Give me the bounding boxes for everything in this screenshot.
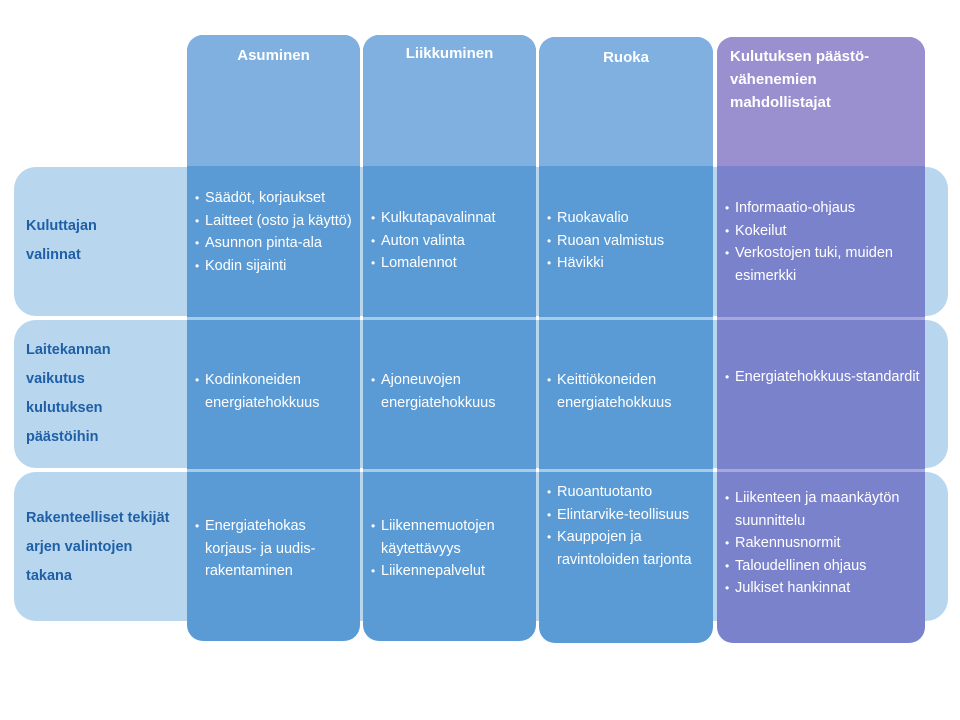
row-separator [717,317,925,320]
bullet-item: Elintarvike-teollisuus [547,504,709,527]
row-separator [539,469,713,472]
column-food: Ruoka RuokavalioRuoan valmistusHävikki K… [539,37,713,643]
bullet-item: Asunnon pinta-ala [195,232,356,255]
column-header [187,35,360,166]
bullet-item: Kodinkoneiden energiatehokkuus [195,369,356,414]
cell-housing-consumer: Säädöt, korjauksetLaitteet (osto ja käyt… [195,187,356,277]
bullet-item: Taloudellinen ohjaus [725,555,921,578]
column-enablers: Kulutuksen päästö-vähenemien mahdollista… [717,37,925,643]
bullet-item: Hävikki [547,252,709,275]
bullet-item: Kodin sijainti [195,255,356,278]
cell-mobility-structural: Liikennemuotojen käytettävyysLiikennepal… [371,515,532,583]
column-title-enablers: Kulutuksen päästö-vähenemien mahdollista… [730,48,870,111]
cell-mobility-equipment: Ajoneuvojen energiatehokkuus [371,369,532,414]
bullet-item: Laitteet (osto ja käyttö) [195,210,356,233]
column-title-housing: Asuminen [237,47,310,64]
bullet-item: Kulkutapavalinnat [371,207,532,230]
bullet-item: Kokeilut [725,220,921,243]
row-separator [363,317,536,320]
bullet-item: Liikennemuotojen käytettävyys [371,515,532,560]
bullet-item: Energiatehokkuus-standardit [725,366,921,389]
bullet-item: Julkiset hankinnat [725,577,921,600]
bullet-item: Kauppojen ja ravintoloiden tarjonta [547,526,709,571]
cell-food-equipment: Keittiökoneiden energiatehokkuus [547,369,709,414]
column-title-food: Ruoka [603,49,649,66]
column-header [539,37,713,166]
row-separator [187,469,360,472]
row-separator [363,469,536,472]
bullet-item: Informaatio-ohjaus [725,197,921,220]
bullet-item: Liikenteen ja maankäytön suunnittelu [725,487,921,532]
cell-housing-equipment: Kodinkoneiden energiatehokkuus [195,369,356,414]
cell-mobility-consumer: KulkutapavalinnatAuton valintaLomalennot [371,207,532,275]
column-housing: Asuminen Säädöt, korjauksetLaitteet (ost… [187,35,360,641]
bullet-item: Energiatehokas korjaus- ja uudis-rakenta… [195,515,356,583]
column-header [363,35,536,166]
row-label-equipment-impact: Laitekannan vaikutus kulutuksen päästöih… [26,342,111,445]
bullet-item: Verkostojen tuki, muiden esimerkki [725,242,921,287]
bullet-item: Säädöt, korjaukset [195,187,356,210]
column-title-mobility: Liikkuminen [405,45,494,62]
row-separator [539,317,713,320]
row-label-structural-factors: Rakenteelliset tekijät arjen valintojen … [26,510,170,584]
bullet-item: Keittiökoneiden energiatehokkuus [547,369,709,414]
bullet-item: Ruoantuotanto [547,481,709,504]
bullet-item: Liikennepalvelut [371,560,532,583]
row-separator [187,317,360,320]
row-separator [717,469,925,472]
bullet-item: Lomalennot [371,252,532,275]
column-mobility: Liikkuminen KulkutapavalinnatAuton valin… [363,35,536,641]
bullet-item: Auton valinta [371,230,532,253]
row-label-consumer-choices: Kuluttajan valinnat [26,218,97,263]
cell-food-structural: RuoantuotantoElintarvike-teollisuusKaupp… [547,481,709,571]
column-header [717,37,925,166]
cell-housing-structural: Energiatehokas korjaus- ja uudis-rakenta… [195,515,356,583]
cell-enablers-structural: Liikenteen ja maankäytön suunnitteluRake… [725,487,921,600]
bullet-item: Ruokavalio [547,207,709,230]
bullet-item: Ajoneuvojen energiatehokkuus [371,369,532,414]
cell-food-consumer: RuokavalioRuoan valmistusHävikki [547,207,709,275]
cell-enablers-consumer: Informaatio-ohjausKokeilutVerkostojen tu… [725,197,921,287]
bullet-item: Rakennusnormit [725,532,921,555]
bullet-item: Ruoan valmistus [547,230,709,253]
cell-enablers-equipment: Energiatehokkuus-standardit [725,366,921,389]
